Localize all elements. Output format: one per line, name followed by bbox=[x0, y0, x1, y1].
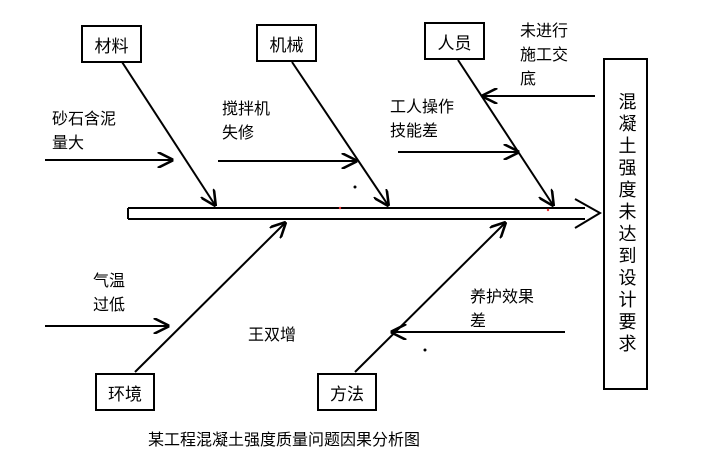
cause-mixer: 搅拌机 失修 bbox=[222, 99, 271, 142]
effect-label: 混凝土强度未达到设计要求 bbox=[615, 92, 637, 356]
bone-personnel bbox=[457, 59, 553, 205]
bone-machinery bbox=[291, 61, 388, 205]
bone-method bbox=[354, 223, 505, 373]
category-box-personnel: 人员 bbox=[424, 22, 485, 60]
effect-box: 混凝土强度未达到设计要求 bbox=[603, 58, 648, 390]
category-box-environment: 环境 bbox=[95, 373, 155, 411]
cause-temperature: 气温 过低 bbox=[93, 271, 126, 314]
cause-skill: 工人操作 技能差 bbox=[390, 97, 455, 140]
author-label: 王双增 bbox=[248, 325, 297, 344]
cause-curing: 养护效果 差 bbox=[470, 287, 535, 330]
cause-briefing: 未进行 施工交 底 bbox=[520, 21, 569, 88]
category-box-machinery: 机械 bbox=[256, 24, 317, 62]
category-box-materials: 材料 bbox=[81, 25, 142, 63]
bone-materials bbox=[121, 61, 215, 205]
bone-environment bbox=[134, 223, 285, 373]
spine-arrow bbox=[127, 198, 602, 229]
diagram-caption: 某工程混凝土强度质量问题因果分析图 bbox=[148, 430, 421, 449]
category-box-method: 方法 bbox=[317, 373, 377, 411]
cause-sand-mud: 砂石含泥 量大 bbox=[52, 109, 117, 152]
